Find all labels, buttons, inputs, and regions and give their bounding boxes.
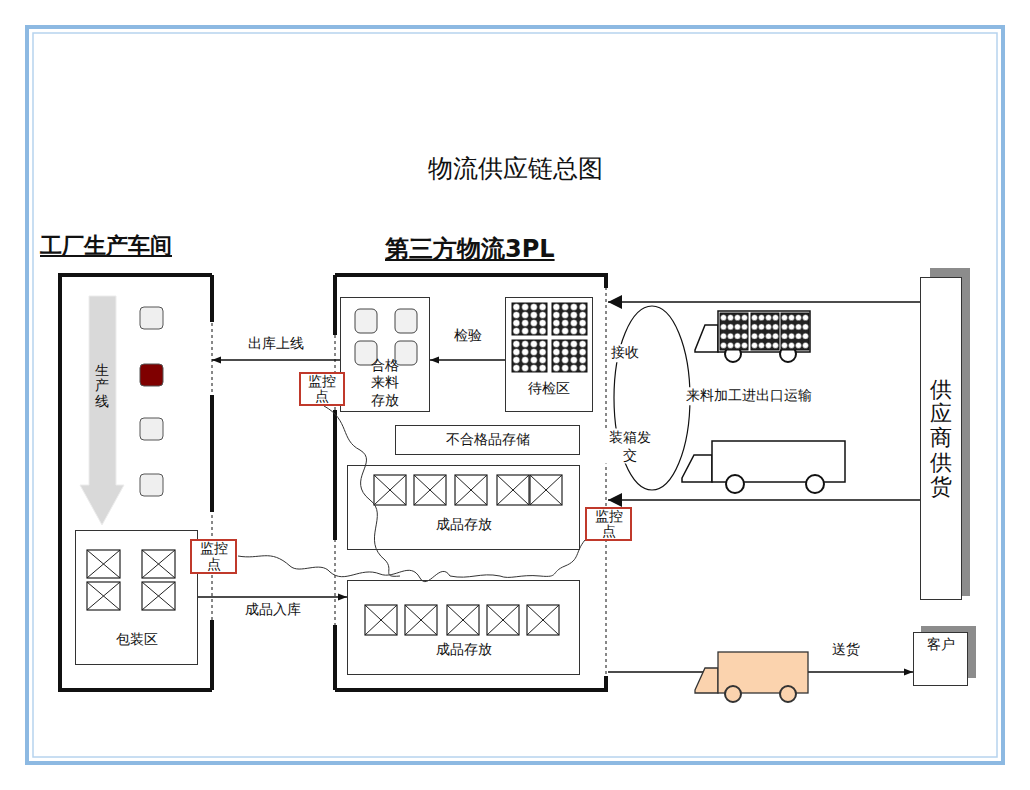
node-label: 成品存放 — [436, 516, 492, 534]
column-box: 供应商供货 — [920, 277, 962, 600]
flow-arrow — [430, 359, 505, 360]
truck-delivery — [695, 652, 808, 702]
factory-border — [60, 275, 212, 690]
region-heading: 工厂生产车间 — [40, 231, 172, 261]
flow-arrow — [608, 301, 920, 302]
note-label: 接收 — [609, 344, 641, 362]
edge-label: 出库上线 — [246, 335, 306, 353]
node-label: 供应商供货 — [930, 378, 952, 499]
frame — [27, 27, 1003, 763]
production-stations — [140, 307, 163, 496]
area-box: 不合格品存储 — [395, 425, 580, 455]
truck-outgoing — [682, 441, 845, 493]
monitor-leader-lines — [238, 406, 585, 582]
region-box: 工厂生产车间生产线包装区 — [60, 275, 212, 690]
truck-cargo — [720, 313, 809, 350]
area-box: 合格来料存放 — [340, 297, 430, 412]
frame-inner — [33, 33, 997, 757]
area-box: 监控点 — [299, 372, 345, 406]
node-label: 客户 — [927, 636, 955, 654]
flow-arrow — [608, 499, 920, 500]
inspection-pallets — [512, 303, 587, 372]
area-box: 包装区 — [75, 530, 198, 665]
flow-arrow — [198, 596, 347, 597]
node-label: 监控点 — [198, 541, 229, 572]
production-line-arrow — [80, 296, 124, 525]
area-box: 成品存放 — [347, 465, 580, 550]
note-label: 装箱发交 — [604, 429, 656, 464]
region-heading: 第三方物流3PL — [385, 233, 555, 265]
edge-label: 成品入库 — [243, 601, 303, 619]
edge-label: 送货 — [830, 641, 862, 659]
node-label: 待检区 — [528, 380, 570, 398]
truck-incoming — [695, 311, 810, 362]
area-box: 监控点 — [190, 539, 237, 574]
node-label: 监控点 — [307, 374, 337, 405]
node-label: 成品存放 — [436, 641, 492, 659]
column-box: 生产线 — [82, 296, 122, 526]
node-label: 不合格品存储 — [446, 431, 530, 449]
node-label: 合格来料存放 — [365, 357, 405, 410]
area-box: 成品存放 — [347, 580, 580, 675]
area-box: 待检区 — [505, 297, 593, 412]
diagram-title: 物流供应链总图 — [0, 152, 1030, 185]
node-label: 监控点 — [593, 509, 624, 540]
flow-arrow — [212, 359, 340, 360]
warehouse-border — [335, 275, 608, 690]
node-label: 生产线 — [95, 363, 109, 409]
area-box: 客户 — [913, 632, 968, 686]
area-box: 监控点 — [585, 507, 632, 541]
note-label: 来料加工进出口运输 — [684, 387, 814, 405]
node-label: 包装区 — [116, 631, 158, 649]
edge-label: 检验 — [452, 327, 484, 345]
